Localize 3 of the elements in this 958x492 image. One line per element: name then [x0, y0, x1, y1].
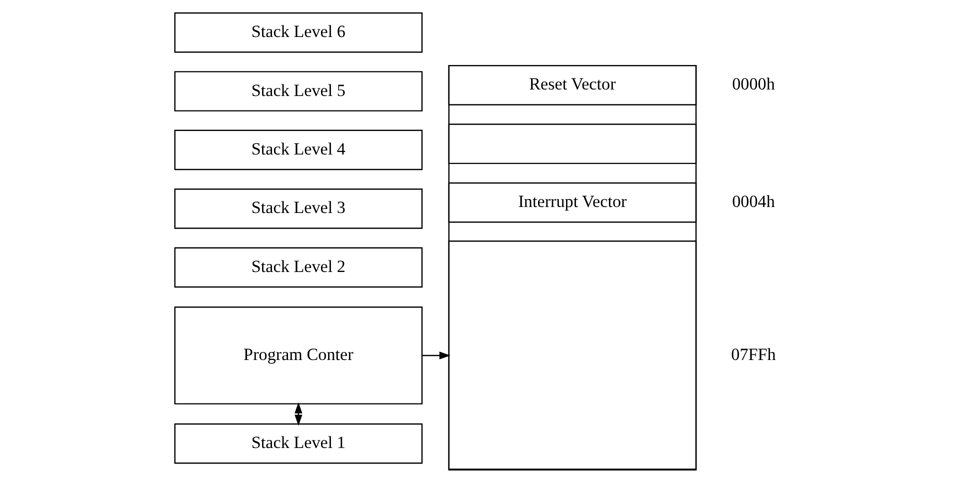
node-label: 0004h [732, 192, 774, 212]
node-label: 07FFh [730, 345, 776, 364]
node-label: 0000h [732, 74, 774, 94]
